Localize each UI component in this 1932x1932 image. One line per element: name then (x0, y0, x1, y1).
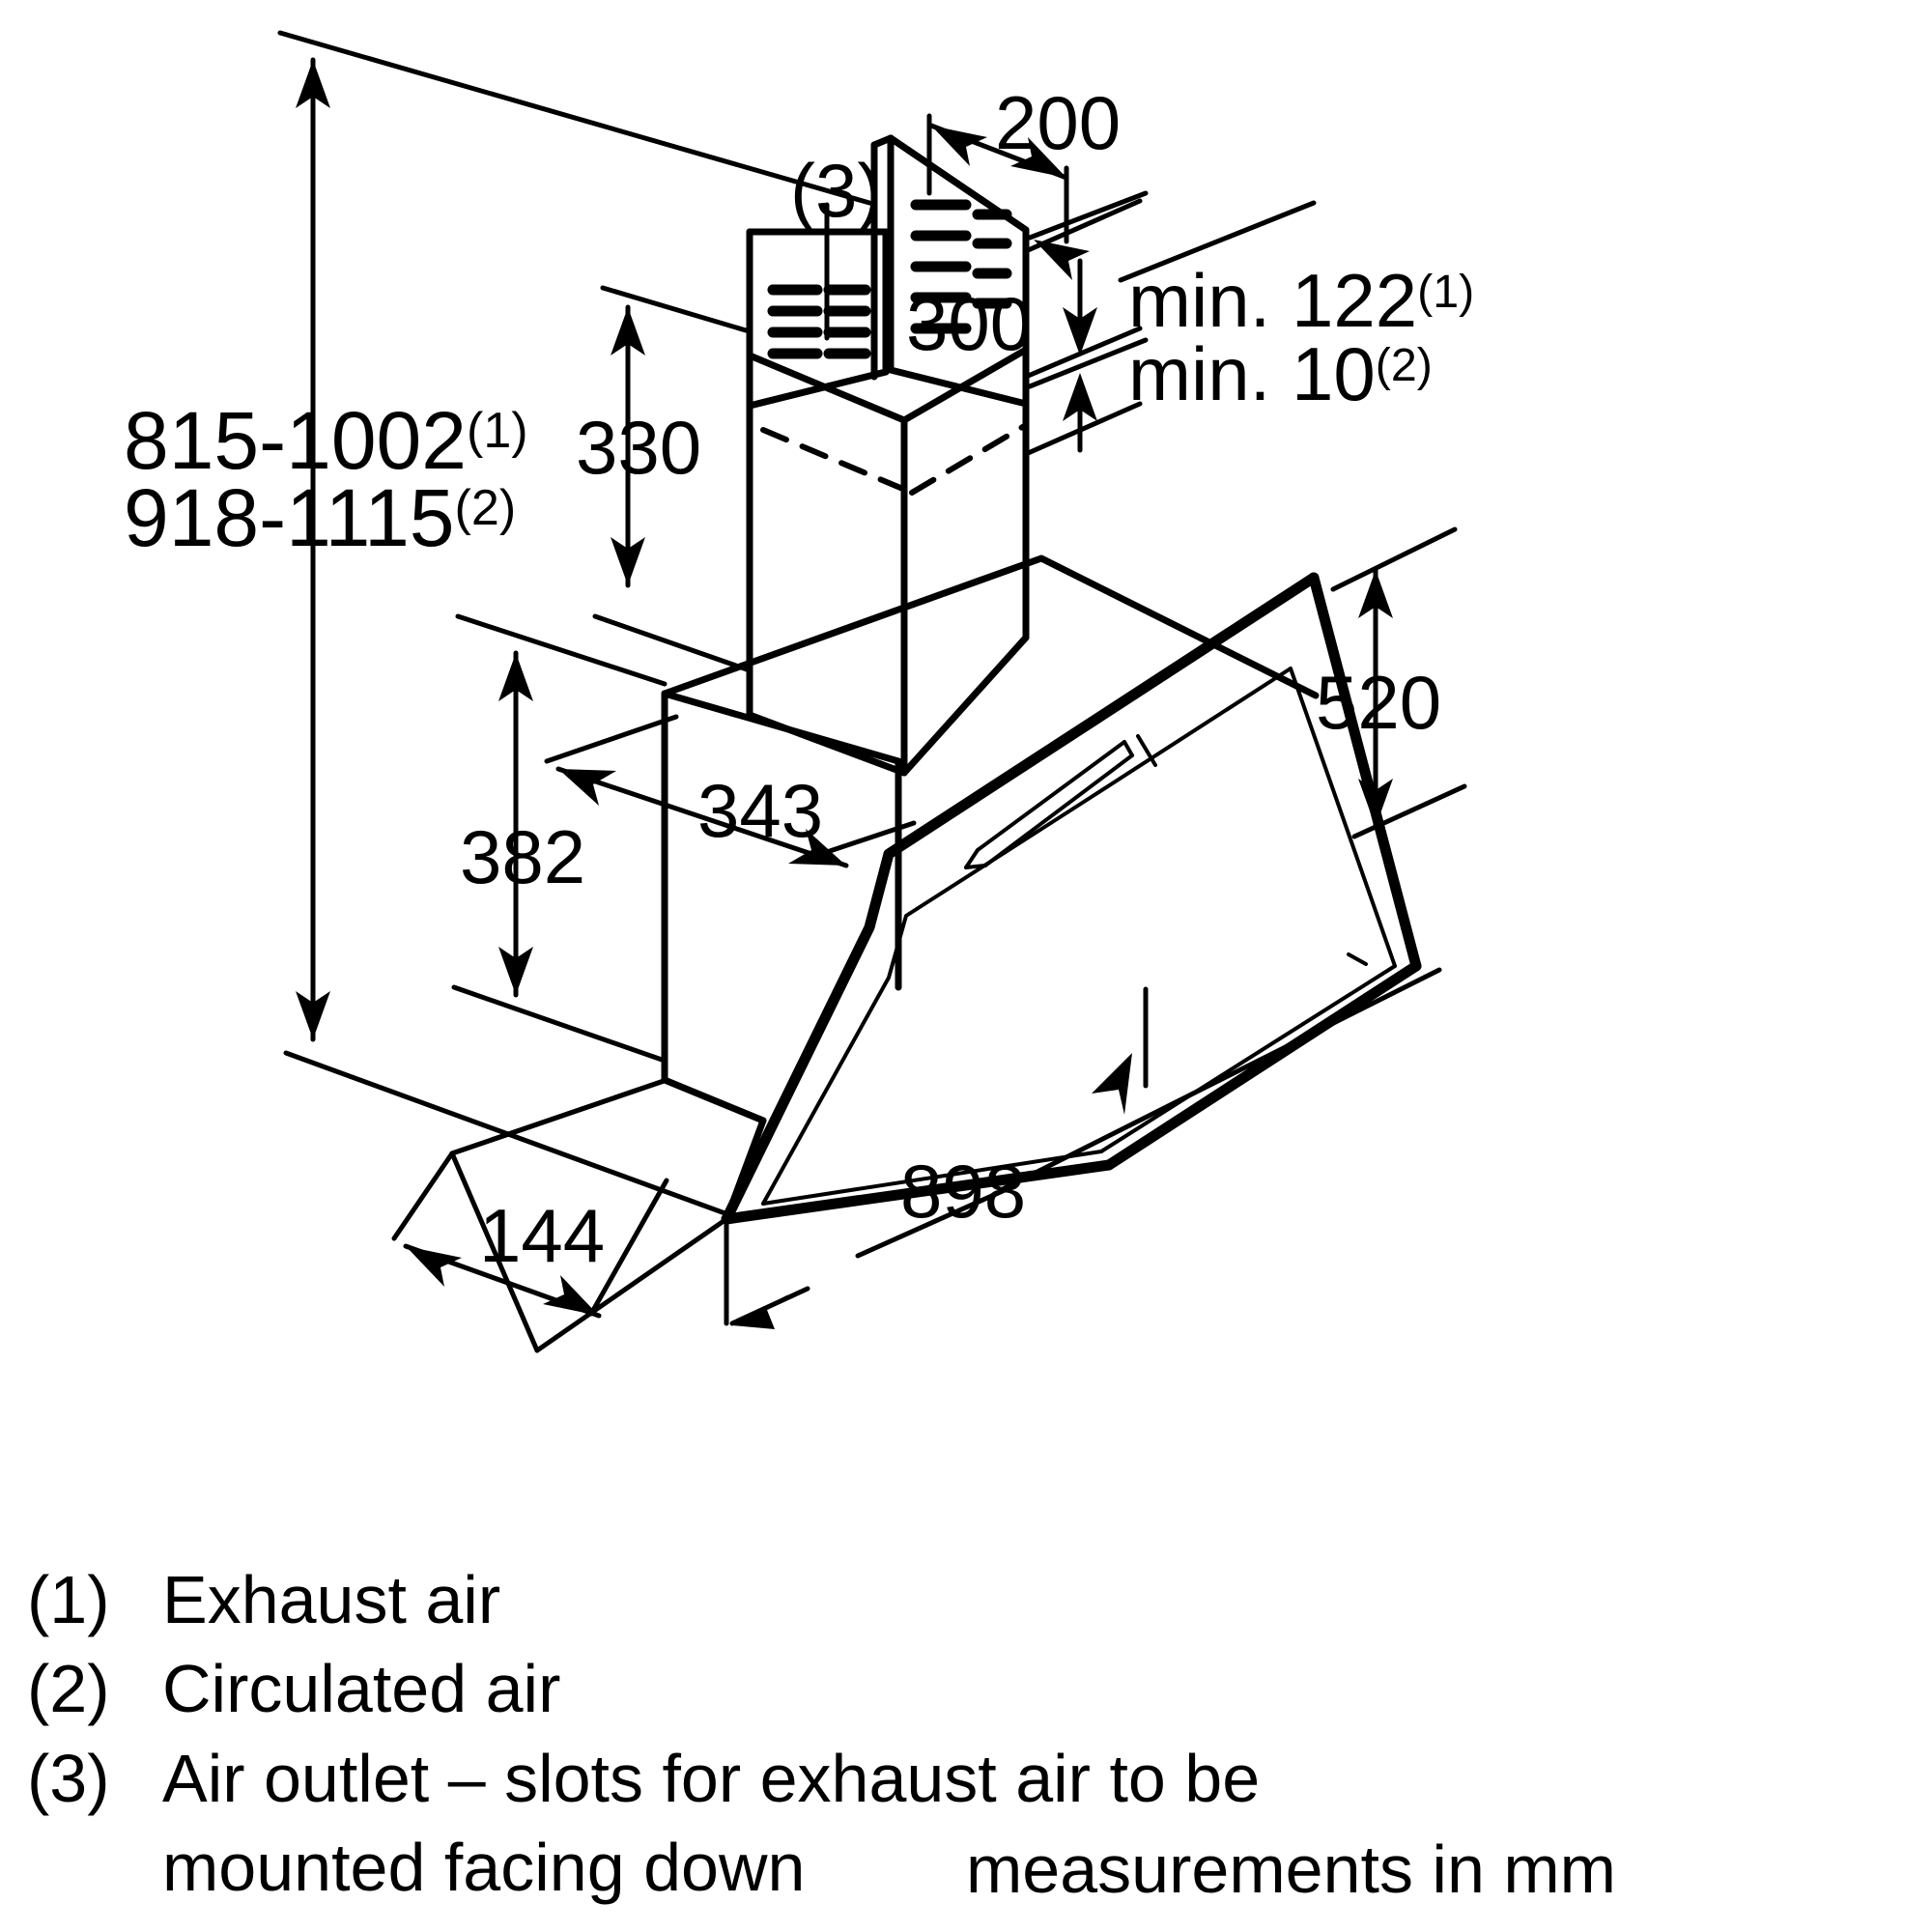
dim-330 (592, 285, 753, 673)
dim-200-label: 200 (995, 80, 1122, 165)
base-reference-lines (449, 1077, 669, 1353)
legend-text-1: Exhaust air (162, 1562, 501, 1637)
dim-total-height-line1: 815-1002(1) (124, 395, 528, 486)
legend-marker-3: (3) (27, 1740, 110, 1816)
dim-min-clearances (1023, 198, 1143, 457)
dim-898 (855, 967, 1442, 1259)
legend-marker-blank (27, 1823, 162, 1912)
dim-520-label: 520 (1316, 660, 1442, 745)
dim-330-label: 330 (576, 405, 702, 490)
legend: (1) Exhaust air (2) Circulated air (3) A… (27, 1555, 1260, 1913)
legend-text-2: Circulated air (162, 1651, 561, 1727)
hood-body (661, 554, 1320, 1223)
dim-898-label: 898 (900, 1149, 1027, 1234)
dim-343-label: 343 (697, 768, 824, 853)
legend-marker-1: (1) (27, 1562, 110, 1637)
dim-200 (926, 113, 1069, 244)
legend-item-2: (2) Circulated air (27, 1644, 1260, 1733)
vent-slots-right (910, 199, 1012, 334)
inclined-glass-panel (721, 572, 1422, 1225)
dim-144-label: 144 (479, 1193, 606, 1278)
min-122-label: min. 122(1) (1128, 258, 1475, 343)
legend-item-3-cont: mounted facing down (27, 1823, 1260, 1912)
min-10-label: min. 10(2) (1128, 331, 1433, 416)
measurements-unit-note: measurements in mm (966, 1832, 1616, 1907)
chimney (746, 346, 1030, 777)
vent-slots-front (767, 284, 871, 359)
legend-text-3: Air outlet – slots for exhaust air to be (162, 1740, 1261, 1816)
dim-343 (544, 714, 917, 868)
dim-total-height (277, 30, 872, 1218)
dim-total-height-line2: 918-1115(2) (124, 472, 517, 563)
dim-520 (1330, 526, 1467, 839)
dim-382-label: 382 (460, 814, 586, 899)
legend-marker-2: (2) (27, 1651, 110, 1727)
dim-glass-tip-ref (724, 1218, 810, 1329)
callout-3-label: (3) (790, 148, 883, 233)
dim-382 (451, 613, 668, 1064)
dim-300-label: 300 (906, 281, 1033, 366)
legend-item-1: (1) Exhaust air (27, 1555, 1260, 1644)
dim-300 (1027, 190, 1317, 389)
legend-item-3: (3) Air outlet – slots for exhaust air t… (27, 1734, 1260, 1823)
legend-text-3-cont: mounted facing down (162, 1830, 806, 1906)
dim-144 (391, 1077, 729, 1353)
